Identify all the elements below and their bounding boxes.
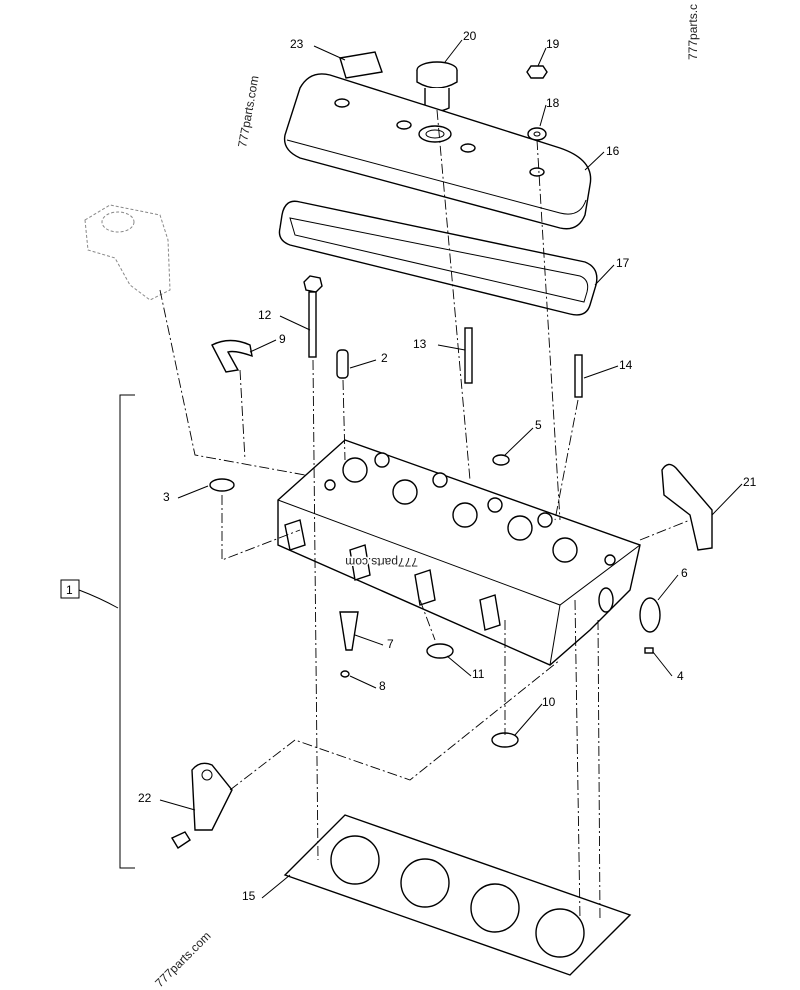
part-core-plug-2 — [491, 732, 519, 748]
part-nut — [526, 65, 548, 79]
part-bolt — [303, 275, 323, 358]
callouts: 1 2 3 4 5 6 7 8 9 10 11 12 13 14 15 16 1… — [66, 29, 757, 903]
part-set-screw — [644, 647, 654, 654]
callout-8: 8 — [379, 679, 386, 693]
callout-17: 17 — [616, 256, 630, 270]
callout-1: 1 — [66, 583, 73, 597]
watermark-top-right: 777parts.c — [686, 4, 700, 60]
part-dowel-pin — [336, 349, 349, 379]
callout-11: 11 — [472, 667, 485, 681]
callout-13: 13 — [413, 337, 427, 351]
callout-3: 3 — [163, 490, 170, 504]
callout-5: 5 — [535, 418, 542, 432]
part-o-ring-small — [340, 670, 350, 678]
part-oil-filler-cap — [416, 61, 458, 112]
callout-16: 16 — [606, 144, 620, 158]
callout-14: 14 — [619, 358, 633, 372]
callout-15: 15 — [242, 889, 256, 903]
callout-19: 19 — [546, 37, 560, 51]
part-decal-label — [339, 51, 383, 79]
callout-18: 18 — [546, 96, 560, 110]
assembly-bracket — [119, 394, 135, 869]
part-plug — [492, 454, 510, 466]
part-hose — [211, 339, 253, 373]
part-cylinder-head — [277, 439, 641, 666]
part-lifting-eye — [191, 762, 233, 831]
part-injector-sleeve — [339, 611, 359, 651]
watermark-top-left: 777parts.com — [235, 74, 261, 148]
part-stud — [464, 327, 473, 384]
callout-9: 9 — [279, 332, 286, 346]
assembly-callout-box — [60, 579, 80, 599]
callout-20: 20 — [463, 29, 477, 43]
callout-4: 4 — [677, 669, 684, 683]
part-lifting-bracket — [661, 463, 713, 551]
callout-22: 22 — [138, 791, 152, 805]
part-stud-2 — [574, 354, 583, 398]
center-lines — [159, 109, 691, 921]
part-valve-cover — [283, 73, 592, 230]
callout-23: 23 — [290, 37, 304, 51]
part-core-plug — [426, 643, 454, 659]
callout-12: 12 — [258, 308, 272, 322]
part-thermostat-housing-reference — [84, 204, 171, 301]
watermark-bottom-left: 777parts.com — [152, 929, 213, 990]
part-head-gasket — [283, 814, 632, 976]
callout-6: 6 — [681, 566, 688, 580]
part-seal-ring — [209, 478, 235, 492]
callout-2: 2 — [381, 351, 388, 365]
callout-10: 10 — [542, 695, 556, 709]
callout-21: 21 — [743, 475, 757, 489]
part-screw — [170, 831, 191, 849]
watermark-center: 777parts.com — [345, 555, 418, 569]
leader-lines — [159, 39, 743, 899]
part-o-ring — [639, 597, 661, 633]
callout-7: 7 — [387, 637, 394, 651]
